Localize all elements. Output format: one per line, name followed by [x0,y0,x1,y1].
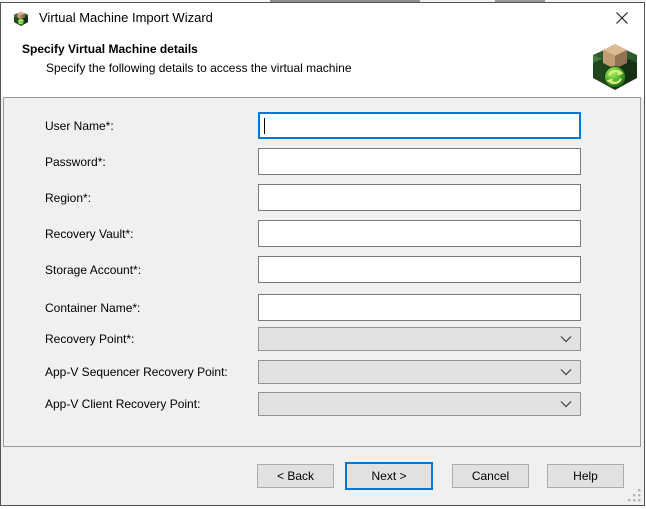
wizard-header: Specify Virtual Machine details Specify … [1,33,644,98]
back-button[interactable]: < Back [257,464,334,488]
storage-account-input[interactable] [258,256,581,283]
field-label: Container Name*: [45,300,141,315]
chevron-down-icon [560,335,572,343]
help-button[interactable]: Help [547,464,624,488]
form-row-appv-client: App-V Client Recovery Point: [45,392,582,416]
field-label: Recovery Point*: [45,332,135,346]
region-input[interactable] [258,184,581,211]
field-label: Password*: [45,154,106,169]
chevron-down-icon [560,400,572,408]
field-label: Storage Account*: [45,262,142,277]
form-row-appv-sequencer: App-V Sequencer Recovery Point: [45,360,582,384]
field-label: User Name*: [45,118,114,133]
resize-grip-icon[interactable] [628,489,641,502]
form-row-recovery-point: Recovery Point*: [45,327,582,351]
field-label: Region*: [45,190,92,205]
form-row-container-name: Container Name*: [45,294,582,321]
app-box-icon [13,10,29,26]
chevron-down-icon [560,368,572,376]
cancel-button[interactable]: Cancel [452,464,529,488]
appv-sequencer-recovery-point-select[interactable] [258,360,581,384]
form-row-recovery-vault: Recovery Vault*: [45,220,582,247]
field-label: App-V Sequencer Recovery Point: [45,365,228,379]
recovery-point-select[interactable] [258,327,581,351]
next-button[interactable]: Next > [345,462,433,490]
background-window-sliver [0,0,646,2]
field-label: Recovery Vault*: [45,226,134,241]
form-row-region: Region*: [45,184,582,211]
form-row-password: Password*: [45,148,582,175]
container-name-input[interactable] [258,294,581,321]
recovery-vault-input[interactable] [258,220,581,247]
vm-import-box-icon [593,42,637,90]
page-title: Specify Virtual Machine details [22,42,198,56]
page-subtitle: Specify the following details to access … [46,61,352,75]
close-button[interactable] [600,3,644,33]
user-name-input[interactable] [258,112,581,139]
password-input[interactable] [258,148,581,175]
appv-client-recovery-point-select[interactable] [258,392,581,416]
form-row-user-name: User Name*: [45,112,582,139]
field-label: App-V Client Recovery Point: [45,397,201,411]
window-title: Virtual Machine Import Wizard [39,10,213,25]
close-icon [616,12,628,24]
text-caret [264,118,265,134]
titlebar[interactable]: Virtual Machine Import Wizard [1,3,644,33]
form-row-storage-account: Storage Account*: [45,256,582,283]
